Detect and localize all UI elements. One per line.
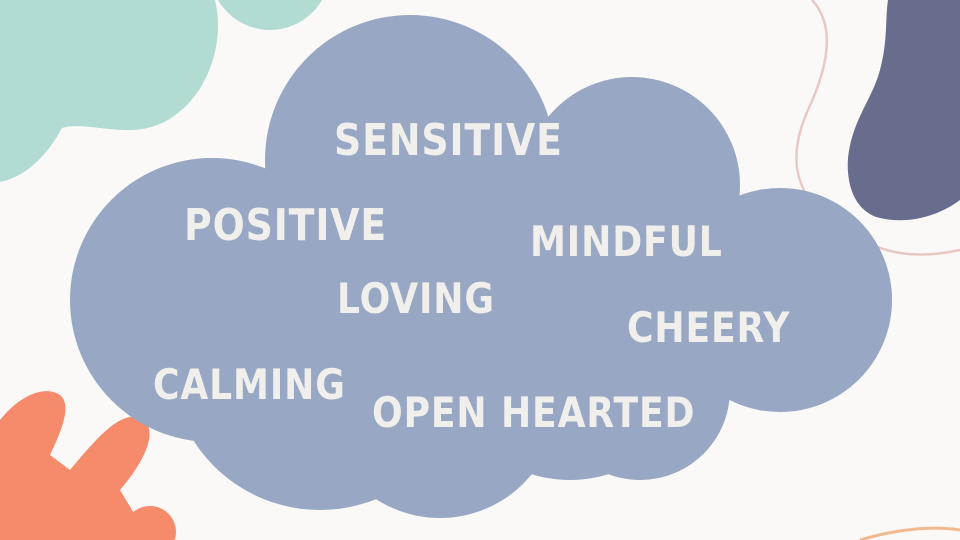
peach-line-shape	[859, 526, 960, 540]
mint-blob-bump	[218, 0, 322, 30]
word-loving: LOVING	[337, 274, 495, 323]
coral-leaf-tip	[124, 506, 176, 540]
thin-line-shape	[795, 0, 960, 256]
slate-blob-shape	[847, 0, 960, 221]
word-positive: POSITIVE	[184, 200, 388, 251]
coral-leaf-shape	[0, 391, 150, 540]
word-cheery: CHEERY	[627, 303, 791, 352]
word-sensitive: SENSITIVE	[334, 115, 563, 166]
word-calming: CALMING	[153, 360, 346, 409]
word-mindful: MINDFUL	[530, 217, 723, 266]
word-open-hearted: OPEN HEARTED	[372, 388, 696, 437]
cloud-shape	[70, 15, 892, 518]
mint-blob-shape	[0, 0, 218, 182]
